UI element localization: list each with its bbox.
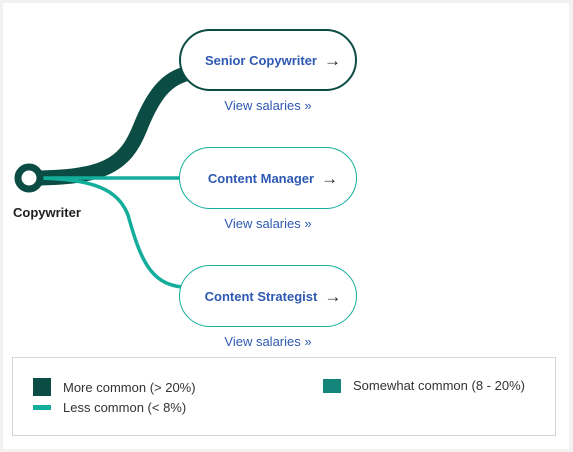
view-salaries-content-manager-link[interactable]: View salaries » bbox=[224, 216, 312, 231]
node-senior-copywriter[interactable]: Senior Copywriter → bbox=[179, 29, 357, 91]
view-salaries-content-strategist-link[interactable]: View salaries » bbox=[224, 334, 312, 349]
origin-node-ring bbox=[14, 163, 44, 193]
legend-label-less-common: Less common (< 8%) bbox=[63, 400, 187, 415]
origin-job-title: Copywriter bbox=[13, 205, 81, 220]
node-title: Content Manager bbox=[207, 170, 315, 186]
path-to-senior-copywriter bbox=[22, 64, 203, 186]
legend-item-somewhat-common: Somewhat common (8 - 20%) bbox=[323, 378, 525, 393]
legend-item-more-common: More common (> 20%) bbox=[33, 378, 196, 396]
node-content-strategist[interactable]: Content Strategist → bbox=[179, 265, 357, 327]
node-content-manager[interactable]: Content Manager → bbox=[179, 147, 357, 209]
legend-label-more-common: More common (> 20%) bbox=[63, 379, 196, 395]
legend-swatch-somewhat-common bbox=[323, 378, 341, 393]
arrow-right-icon: → bbox=[321, 168, 339, 188]
arrow-right-icon: → bbox=[324, 286, 342, 306]
arrow-right-icon: → bbox=[323, 50, 341, 70]
legend-swatch-more-common bbox=[33, 378, 51, 396]
node-title: Senior Copywriter bbox=[205, 52, 317, 68]
legend-swatch-less-common bbox=[33, 405, 51, 410]
legend-item-less-common: Less common (< 8%) bbox=[33, 400, 186, 415]
legend: More common (> 20%) Somewhat common (8 -… bbox=[12, 357, 556, 436]
node-title: Content Strategist bbox=[204, 288, 318, 304]
view-salaries-senior-copywriter-link[interactable]: View salaries » bbox=[224, 98, 312, 113]
legend-label-somewhat-common: Somewhat common (8 - 20%) bbox=[353, 378, 525, 393]
path-to-content-strategist bbox=[29, 176, 183, 289]
